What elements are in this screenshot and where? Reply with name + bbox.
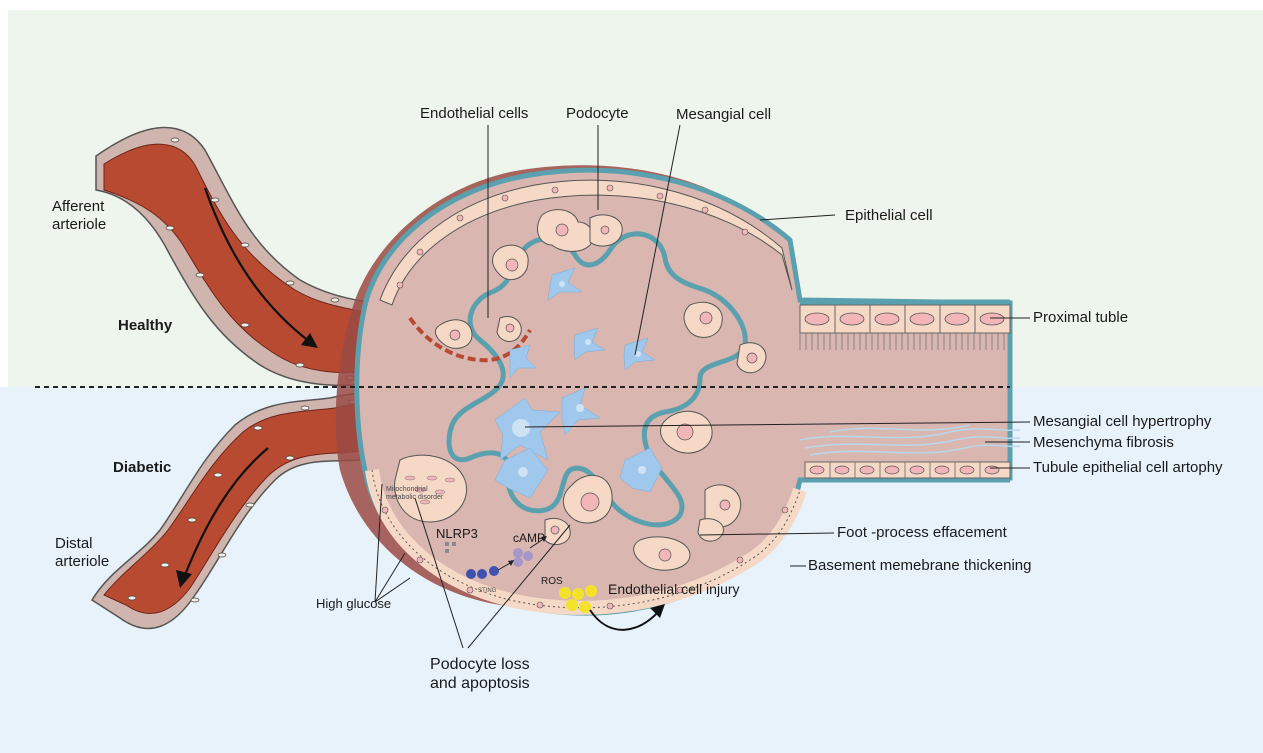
- tubule-artophy-label: Tubule epithelial cell artophy: [1033, 459, 1223, 477]
- mesangial-cell-label: Mesangial cell: [676, 106, 771, 124]
- ros-label: ROS: [541, 576, 563, 588]
- podocyte-loss-label: Podocyte loss and apoptosis: [430, 655, 530, 693]
- endothelial-cells-label: Endothelial cells: [420, 105, 528, 123]
- diabetic-label: Diabetic: [113, 459, 171, 477]
- high-glucose-label: High glucose: [316, 596, 391, 611]
- endothelial-injury-label: Endothelial cell injury: [608, 580, 740, 598]
- mito-disorder-label: Mitochondrial metabolic disorder: [386, 486, 443, 502]
- distal-arteriole-label: Distal arteriole: [55, 535, 109, 571]
- atrophic-tubule-cells: [805, 462, 1010, 478]
- healthy-label: Healthy: [118, 317, 172, 335]
- nlrp3-label: NLRP3: [436, 526, 478, 541]
- podocyte-label: Podocyte: [566, 105, 629, 123]
- epithelial-cell-label: Epithelial cell: [845, 207, 933, 225]
- mesangial-hypertrophy-label: Mesangial cell hypertrophy: [1033, 413, 1211, 431]
- sting-label: STING: [478, 582, 496, 600]
- mesenchyma-fibrosis-label: Mesenchyma fibrosis: [1033, 434, 1174, 452]
- afferent-arteriole-label: Afferent arteriole: [52, 198, 106, 234]
- basement-membrane-label: Basement memebrane thickening: [808, 557, 1031, 575]
- proximal-tuble-label: Proximal tuble: [1033, 309, 1128, 327]
- foot-process-label: Foot -process effacement: [837, 524, 1007, 542]
- camp-label: cAMP: [513, 531, 545, 546]
